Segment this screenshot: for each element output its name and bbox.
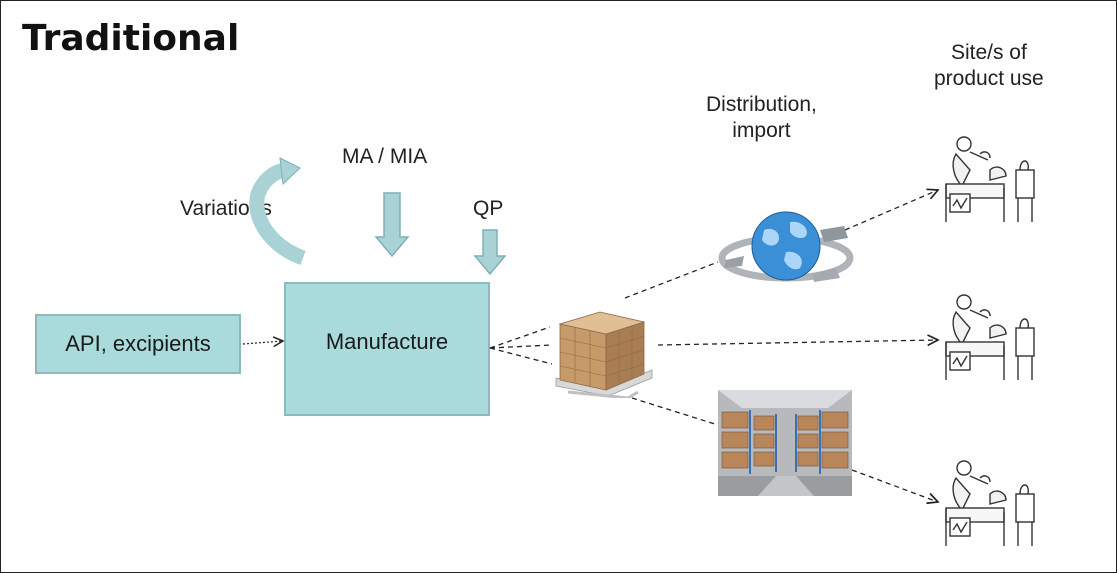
ma-mia-down-arrow	[374, 192, 410, 258]
manufacture-to-pallet-connectors	[489, 326, 553, 365]
slide-title: Traditional	[22, 18, 240, 59]
variations-curved-arrow	[249, 157, 306, 266]
qp-down-arrow	[473, 229, 507, 276]
pallet-icon	[555, 311, 653, 398]
patient-bed-icon	[945, 460, 1035, 546]
warehouse-to-site3-connector	[851, 469, 938, 502]
api-excipients-box: API, excipients	[35, 314, 241, 374]
globe-to-site1-connector	[844, 190, 938, 231]
pallet-to-globe-connector	[624, 261, 719, 299]
pallet-to-warehouse-connector	[631, 397, 719, 426]
api-to-manufacture-connector	[242, 341, 283, 344]
qp-label: QP	[473, 197, 504, 220]
sites-label: Site/s of product use	[934, 41, 1044, 91]
warehouse-icon	[718, 390, 852, 496]
ma-mia-label: MA / MIA	[342, 145, 428, 168]
manufacture-box: Manufacture	[284, 282, 490, 416]
pallet-to-site2-connector	[657, 340, 938, 345]
api-excipients-text: API, excipients	[65, 331, 211, 356]
distribution-label: Distribution, import	[706, 93, 817, 143]
patient-bed-icon	[945, 294, 1035, 380]
patient-bed-icon	[945, 136, 1035, 222]
globe-icon	[718, 211, 854, 282]
manufacture-text: Manufacture	[325, 329, 449, 354]
variations-label: Variations	[180, 197, 272, 220]
